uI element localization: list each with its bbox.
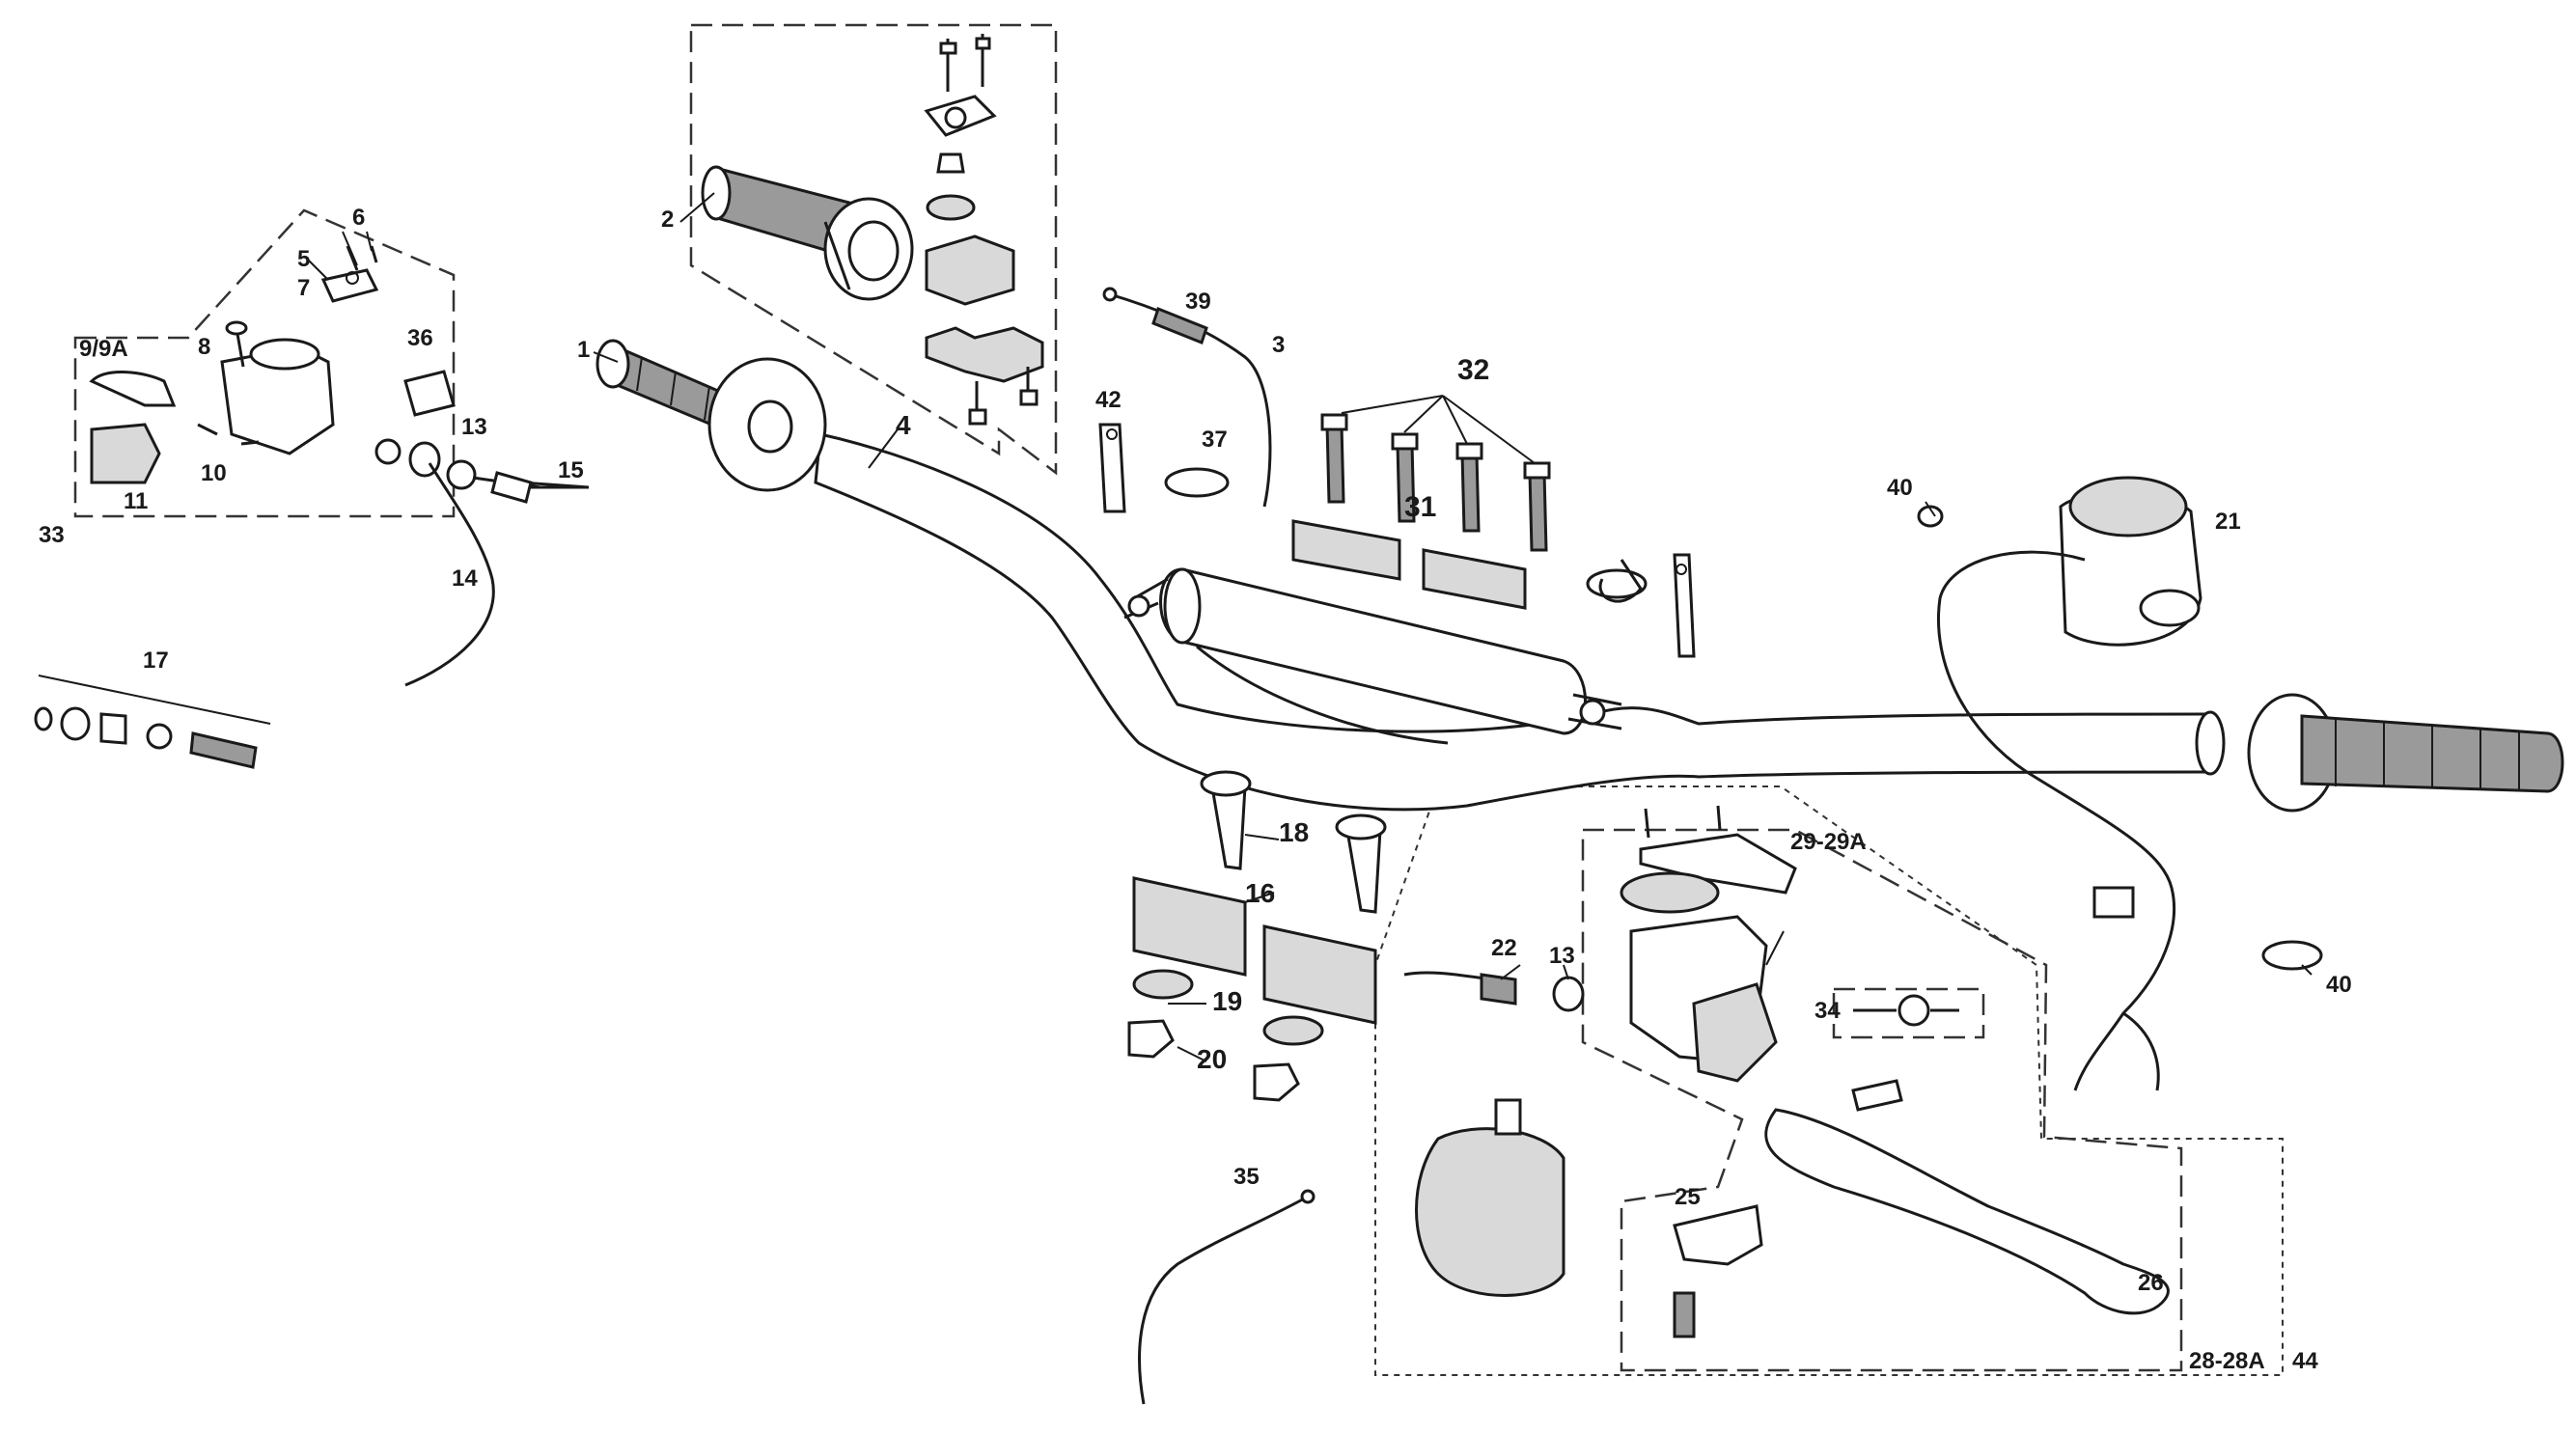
part-35-cable <box>1138 1195 1309 1405</box>
label-part-40-right: 40 <box>2326 972 2352 998</box>
part-35-cable-end <box>1300 1189 1316 1204</box>
label-part-44: 44 <box>2292 1348 2318 1374</box>
label-part-22: 22 <box>1491 935 1517 961</box>
label-part-9: 9/9A <box>79 336 128 362</box>
lower-bar-clamps <box>1127 770 1387 1102</box>
label-part-13-left: 13 <box>461 414 487 440</box>
label-part-11: 11 <box>124 488 148 514</box>
label-part-21: 21 <box>2215 509 2241 535</box>
brake-master-group-outline <box>1374 785 2284 1376</box>
right-grip <box>2247 693 2564 813</box>
label-part-39: 39 <box>1185 289 1211 315</box>
label-part-10: 10 <box>201 460 227 486</box>
label-part-3: 3 <box>1272 332 1285 358</box>
brake-master-cylinder <box>1403 805 2170 1338</box>
throttle-assembly <box>701 34 1044 426</box>
label-part-6: 6 <box>352 205 365 231</box>
brake-reservoir-subgroup-outline <box>1581 828 2183 1372</box>
label-part-7: 7 <box>297 275 310 301</box>
label-part-1: 1 <box>577 337 590 363</box>
label-part-15: 15 <box>558 457 584 483</box>
label-part-35: 35 <box>1233 1164 1260 1190</box>
clutch-perch-group-outline <box>73 208 456 518</box>
label-part-40-top: 40 <box>1887 475 1913 501</box>
label-part-4: 4 <box>896 410 911 440</box>
upper-bar-clamps <box>1291 413 1551 610</box>
leader-lines <box>308 192 2313 1062</box>
label-part-34: 34 <box>1814 998 1841 1024</box>
label-part-8: 8 <box>198 334 210 360</box>
part-34-box <box>1832 987 1985 1039</box>
label-part-26: 26 <box>2138 1270 2164 1296</box>
label-part-5: 5 <box>297 246 310 272</box>
label-part-29: 29-29A <box>1790 829 1867 855</box>
label-part-32: 32 <box>1457 354 1489 386</box>
label-part-13-right: 13 <box>1549 943 1575 969</box>
label-part-25: 25 <box>1675 1184 1701 1210</box>
label-part-19: 19 <box>1212 986 1242 1016</box>
label-part-31: 31 <box>1404 491 1436 523</box>
cable-and-clamp-parts <box>1098 287 1696 658</box>
throttle-assembly-group-outline <box>689 23 1058 476</box>
handlebar <box>814 432 2226 812</box>
label-part-36: 36 <box>407 325 433 351</box>
label-part-17: 17 <box>143 648 169 674</box>
label-part-18: 18 <box>1279 817 1309 847</box>
part-17-adjuster-kit <box>34 675 271 769</box>
label-part-42: 42 <box>1095 387 1122 413</box>
label-part-14: 14 <box>452 565 478 592</box>
label-part-28: 28-28A <box>2189 1348 2265 1374</box>
left-grip <box>596 339 827 492</box>
label-part-33: 33 <box>39 522 65 548</box>
label-part-16: 16 <box>1245 878 1275 908</box>
label-part-20: 20 <box>1197 1044 1227 1074</box>
label-part-37: 37 <box>1202 427 1228 453</box>
label-part-2: 2 <box>661 207 674 233</box>
clutch-perch-assembly <box>89 245 590 687</box>
part-labels: 1 2 3 4 6 5 7 8 9/9A 36 10 11 13 15 14 3… <box>39 205 2352 1374</box>
kill-switch-assembly <box>1917 476 2323 1091</box>
